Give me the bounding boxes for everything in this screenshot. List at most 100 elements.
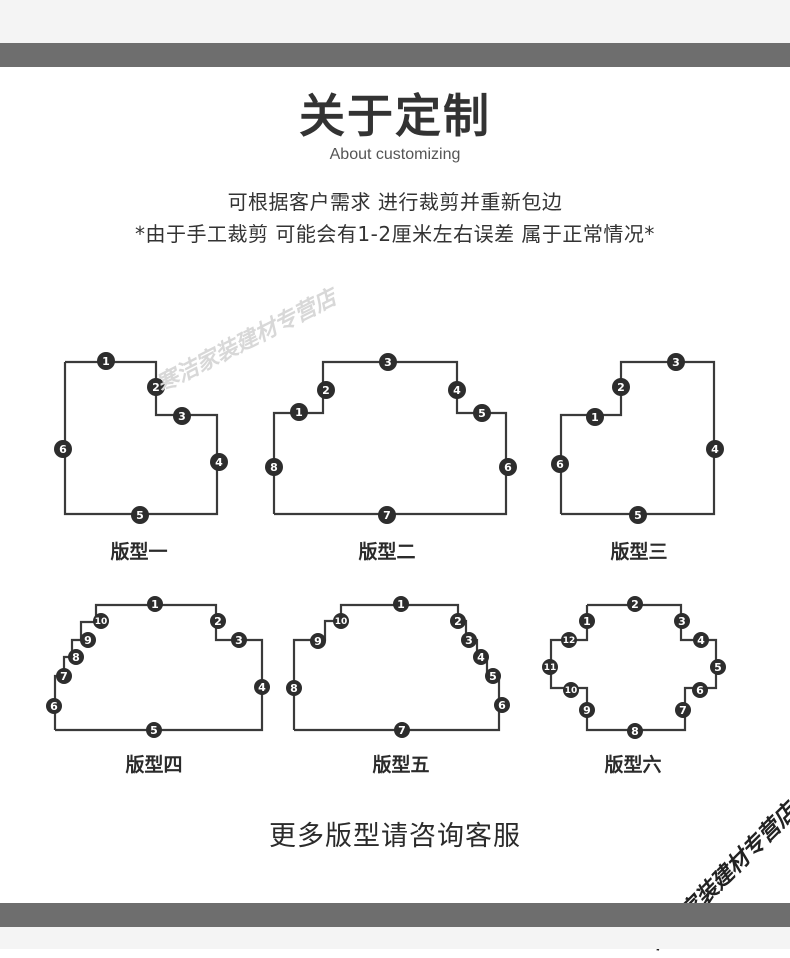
svg-text:5: 5 (136, 509, 144, 522)
shape-5-badge-8: 8 (286, 680, 302, 696)
more-shapes-contact: 更多版型请咨询客服 (269, 821, 521, 852)
svg-text:5: 5 (150, 724, 158, 737)
shape-5-label: 版型五 (372, 754, 430, 776)
shape-3-badge-1: 1 (586, 408, 604, 426)
shape-6-badge-1: 1 (579, 613, 595, 629)
shape-6-diagram: 1 2 3 4 5 6 7 8 9 10 11 12 (542, 596, 726, 739)
shape-5-diagram: 1 2 3 4 5 6 7 8 9 10 (286, 596, 510, 738)
shape-6-badge-7: 7 (675, 702, 691, 718)
shape-3-badge-5: 5 (629, 506, 647, 524)
shape-2-diagram: 1 2 3 4 5 6 7 8 (265, 353, 517, 524)
shape-4-diagram: 1 2 3 4 5 6 7 8 9 10 (46, 596, 270, 738)
svg-text:5: 5 (634, 509, 642, 522)
page-subtitle: About customizing (329, 146, 461, 163)
shape-6-label: 版型六 (604, 754, 662, 776)
svg-text:8: 8 (631, 725, 639, 738)
shape-5-badge-2: 2 (450, 613, 466, 629)
svg-text:4: 4 (215, 456, 223, 469)
svg-text:3: 3 (465, 634, 473, 647)
svg-text:12: 12 (563, 636, 576, 646)
svg-text:2: 2 (214, 615, 222, 628)
top-band (0, 0, 790, 43)
svg-text:5: 5 (489, 670, 497, 683)
shape-2-badge-2: 2 (317, 381, 335, 399)
svg-text:8: 8 (270, 461, 278, 474)
svg-text:2: 2 (631, 598, 639, 611)
shape-2-badge-4: 4 (448, 381, 466, 399)
shape-1-badge-4: 4 (210, 453, 228, 471)
svg-text:7: 7 (398, 724, 406, 737)
svg-text:10: 10 (565, 686, 578, 696)
shape-6-badge-10: 10 (563, 682, 579, 698)
shape-4-badge-7: 7 (56, 668, 72, 684)
shape-6-badge-4: 4 (693, 632, 709, 648)
shape-1-badge-6: 6 (54, 440, 72, 458)
svg-text:11: 11 (544, 663, 557, 673)
svg-text:6: 6 (696, 684, 704, 697)
svg-text:2: 2 (617, 381, 625, 394)
svg-text:4: 4 (697, 634, 705, 647)
shape-3-label: 版型三 (610, 541, 668, 563)
shape-1-badge-5: 5 (131, 506, 149, 524)
shape-6-badge-6: 6 (692, 682, 708, 698)
svg-text:1: 1 (295, 406, 303, 419)
shape-5-badge-3: 3 (461, 632, 477, 648)
shape-4-badge-5: 5 (146, 722, 162, 738)
shape-1-badge-2: 2 (147, 378, 165, 396)
shape-2-badge-7: 7 (378, 506, 396, 524)
shape-2-badge-3: 3 (379, 353, 397, 371)
shape-4-badge-3: 3 (231, 632, 247, 648)
shape-3-badge-4: 4 (706, 440, 724, 458)
shape-2-badge-8: 8 (265, 458, 283, 476)
shape-5-badge-6: 6 (494, 697, 510, 713)
svg-text:4: 4 (453, 384, 461, 397)
svg-text:7: 7 (60, 670, 68, 683)
shape-6-badge-5: 5 (710, 659, 726, 675)
shape-6-badge-9: 9 (579, 702, 595, 718)
shape-5-badge-10: 10 (333, 613, 349, 629)
svg-text:4: 4 (711, 443, 719, 456)
shape-4-badge-6: 6 (46, 698, 62, 714)
shape-2-badge-6: 6 (499, 458, 517, 476)
shape-1-badge-1: 1 (97, 352, 115, 370)
svg-text:1: 1 (151, 598, 159, 611)
svg-text:3: 3 (384, 356, 392, 369)
shape-6-badge-11: 11 (542, 659, 558, 675)
shape-4-badge-9: 9 (80, 632, 96, 648)
shape-1-badge-3: 3 (173, 407, 191, 425)
svg-text:7: 7 (679, 704, 687, 717)
shape-2-badge-1: 1 (290, 403, 308, 421)
svg-text:8: 8 (72, 651, 80, 664)
shape-1-diagram: 1 2 3 4 5 6 (54, 352, 228, 524)
bottom-divider-bar (0, 903, 790, 927)
svg-text:10: 10 (95, 617, 108, 627)
shape-5-badge-5: 5 (485, 668, 501, 684)
svg-text:6: 6 (498, 699, 506, 712)
top-divider-bar (0, 43, 790, 67)
page-title: 关于定制 (299, 89, 491, 143)
shape-4-badge-4: 4 (254, 679, 270, 695)
shape-4-badge-10: 10 (93, 613, 109, 629)
shape-4-badge-1: 1 (147, 596, 163, 612)
svg-text:9: 9 (84, 634, 92, 647)
svg-text:3: 3 (235, 634, 243, 647)
svg-text:8: 8 (290, 682, 298, 695)
svg-text:2: 2 (454, 615, 462, 628)
shape-3-badge-6: 6 (551, 455, 569, 473)
svg-text:3: 3 (678, 615, 686, 628)
svg-text:1: 1 (102, 355, 110, 368)
svg-text:9: 9 (583, 704, 591, 717)
svg-text:4: 4 (477, 651, 485, 664)
svg-text:3: 3 (672, 356, 680, 369)
svg-text:6: 6 (50, 700, 58, 713)
shape-6-badge-8: 8 (627, 723, 643, 739)
svg-text:2: 2 (322, 384, 330, 397)
svg-text:6: 6 (504, 461, 512, 474)
shape-2-label: 版型二 (358, 541, 416, 563)
svg-text:4: 4 (258, 681, 266, 694)
svg-text:9: 9 (314, 635, 322, 648)
svg-text:2: 2 (152, 381, 160, 394)
intro-line-1: 可根据客户需求 进行裁剪并重新包边 (227, 190, 563, 214)
shape-5-badge-7: 7 (394, 722, 410, 738)
